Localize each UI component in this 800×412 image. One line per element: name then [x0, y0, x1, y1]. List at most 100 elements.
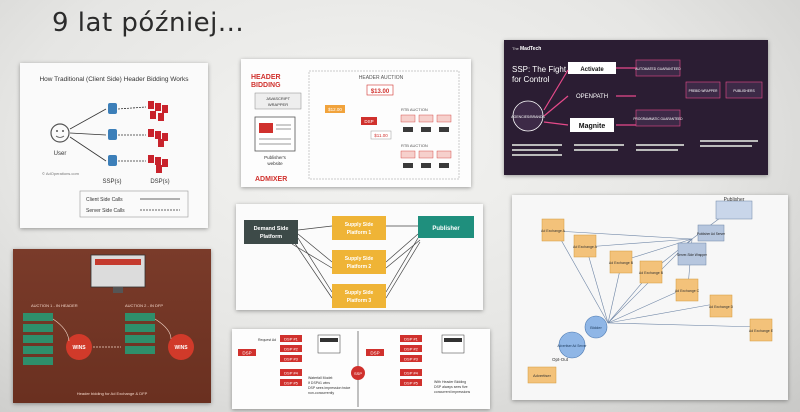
wins-label-2: WINS: [174, 345, 188, 351]
ssp1-label-1: Supply Side: [345, 222, 374, 228]
client-side-title: How Traditional (Client Side) Header Bid…: [39, 76, 189, 83]
card-supply-flow: Demand Side Platform Publisher Supply Si…: [236, 204, 483, 310]
hb-text-3: concurrent impressions: [434, 390, 470, 394]
ad-server-label: Publisher Ad Server: [697, 232, 726, 236]
auction-footer: Header bidding for Ad Exchange & DFP: [77, 391, 148, 396]
waterfall-text-4: non-concurrently: [308, 391, 334, 395]
ssp-right-icon: [442, 335, 464, 353]
legend-server: Server Side Calls: [86, 208, 125, 214]
server-wrapper-label: Server-Side Wrapper: [677, 253, 708, 257]
publishers-box: PUBLISHERS: [733, 89, 755, 93]
dsp-box: DSP: [364, 119, 373, 124]
website-label-2: website: [267, 161, 283, 166]
demand-side-box: [244, 220, 298, 244]
price-mid: $12.00: [328, 107, 342, 112]
legend-client: Client Side Calls: [86, 197, 123, 203]
exchange-b1: Ad Exchange B: [609, 261, 634, 265]
dsp5-right: DSP #5: [404, 381, 418, 386]
ssp-center: SSP: [354, 371, 362, 376]
rtb1-label: RTB AUCTION: [401, 107, 428, 112]
advertiser-server-label: Advertiser Ad Server: [557, 344, 587, 348]
programmatic-guaranteed: PROGRAMMATIC GUARANTEED: [633, 117, 683, 121]
bidder-label: Bidder: [590, 325, 602, 330]
auction1-label: AUCTION 1 - IN HEADER: [31, 303, 78, 308]
wrapper-label-1: JAVASCRIPT: [266, 96, 291, 101]
hb-text-2: DSP always sees five: [434, 385, 468, 389]
ssp-servers-icon: [108, 103, 117, 166]
auction-label: HEADER AUCTION: [359, 75, 404, 81]
ssp1-label-2: Platform 1: [347, 230, 372, 236]
dsp1-right: DSP #1: [404, 337, 418, 342]
madtech-logo-2: MadTech: [520, 46, 541, 52]
ssp-label: SSP(s): [102, 179, 121, 185]
magnite-logo: Magnite: [579, 123, 606, 130]
user-label: User: [54, 151, 67, 157]
dsp5-left: DSP #5: [284, 381, 298, 386]
ssp-fight-title-2: for Control: [512, 75, 550, 84]
publisher-node: [716, 201, 752, 219]
ssp2-label-2: Platform 2: [347, 264, 372, 270]
ssp2-label-1: Supply Side: [345, 256, 374, 262]
opt-out-label: Opt-Out: [552, 357, 569, 362]
ssp3-label-2: Platform 3: [347, 298, 372, 304]
advertiser-label: Advertiser: [533, 373, 552, 378]
dsp-left: DSP: [242, 351, 251, 356]
exchange-c: Ad Exchange C: [675, 289, 700, 293]
waterfall-text-1: Waterfall Model:: [308, 376, 333, 380]
ssp-fight-title-1: SSP: The Fight: [512, 65, 567, 74]
card-ad-exchange-network: Publisher Publisher Ad Server Server-Sid…: [512, 195, 788, 400]
dsp4-left: DSP #4: [284, 371, 298, 376]
hb-title-2: BIDDING: [251, 82, 281, 89]
ssp3-box: [332, 284, 386, 308]
openpath-logo: OPENPATH: [576, 94, 608, 100]
madtech-logo-1: The: [512, 46, 520, 51]
exchange-b2: Ad Exchange B: [639, 271, 664, 275]
dsp4-right: DSP #4: [404, 371, 418, 376]
dsp3-right: DSP #3: [404, 357, 418, 362]
request-ad-left: Request Ad: [258, 338, 276, 342]
user-icon: [51, 124, 69, 142]
rtb2-label: RTB AUCTION: [401, 143, 428, 148]
waterfall-text-2: If DSP#1 wins: [308, 381, 330, 385]
hb-text-1: With Header Bidding: [434, 380, 466, 384]
card-client-side-diagram: How Traditional (Client Side) Header Bid…: [20, 63, 208, 228]
ssp-left-icon: [318, 335, 340, 353]
price-low: $11.00: [374, 133, 388, 138]
publisher-node-label: Publisher: [724, 197, 745, 203]
card-auction-wins: AUCTION 1 - IN HEADER AUCTION 2 - IN DFP…: [13, 249, 211, 403]
dsp2-right: DSP #2: [404, 347, 418, 352]
agency-label: AGENCIES/BRANDS: [511, 115, 545, 119]
ssp3-label-1: Supply Side: [345, 290, 374, 296]
ssp2-box: [332, 250, 386, 274]
card-header-bidding: HEADER BIDDING JAVASCRIPT WRAPPER Publis…: [241, 59, 471, 187]
auto-guaranteed: AUTOMATED GUARANTEED: [635, 67, 681, 71]
exchange-a1: Ad Exchange A: [541, 229, 566, 233]
dsp-servers-icon: [148, 101, 168, 173]
slide-title: 9 lat później...: [52, 8, 244, 38]
admixer-logo: ADMIXER: [255, 176, 287, 183]
dsp1-left: DSP #1: [284, 337, 298, 342]
price-top: $13.00: [371, 89, 390, 95]
wrapper-label-2: WRAPPER: [268, 102, 288, 107]
credit: © AdOperations.com: [42, 171, 80, 176]
demand-label-1: Demand Side: [254, 226, 289, 232]
prebid-wrapper: PREBID WRAPPER: [689, 89, 719, 93]
activate-logo: Activate: [580, 67, 604, 73]
hb-title-1: HEADER: [251, 74, 281, 81]
publisher-label: Publisher: [432, 226, 460, 232]
dsp-label: DSP(s): [150, 179, 169, 185]
wins-label-1: WINS: [72, 345, 86, 351]
exchange-a2: Ad Exchange A: [573, 245, 598, 249]
exchange-d: Ad Exchange D: [709, 305, 734, 309]
dsp3-left: DSP #3: [284, 357, 298, 362]
ssp1-box: [332, 216, 386, 240]
waterfall-text-3: DSP sees impression twice: [308, 386, 350, 390]
website-label-1: Publisher's: [264, 155, 287, 160]
card-ssp-fight: The MadTech SSP: The Fight for Control A…: [504, 40, 768, 175]
exchange-e: Ad Exchange E: [749, 329, 774, 333]
card-waterfall: DSP DSP #1 DSP #2 DSP #3 DSP #4 DSP #5 R…: [232, 329, 490, 409]
demand-label-2: Platform: [260, 234, 282, 240]
dsp-right: DSP: [370, 351, 379, 356]
auction2-label: AUCTION 2 - IN DFP: [125, 303, 163, 308]
